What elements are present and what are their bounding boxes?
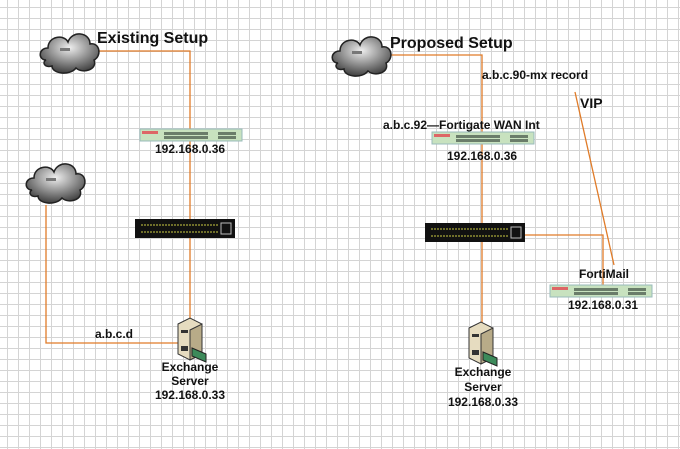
fortimail-ip: 192.168.0.31 xyxy=(568,298,639,312)
server-ip: 192.168.0.33 xyxy=(154,388,226,402)
proposed-setup-title: Proposed Setup xyxy=(390,35,513,52)
existing-wan-label: a.b.c.d xyxy=(95,327,134,341)
network-switch-icon xyxy=(134,218,236,239)
internet-cloud-icon xyxy=(39,33,100,74)
fortigate-firewall-icon xyxy=(431,131,535,145)
proposed-server-label: Exchange Server 192.168.0.33 xyxy=(448,365,518,410)
server-ip: 192.168.0.33 xyxy=(447,395,519,409)
mx-record-label: a.b.c.90-mx record xyxy=(482,68,589,82)
server-name-2: Server xyxy=(171,374,209,388)
fortigate-wan-label: a.b.c.92—Fortigate WAN Int xyxy=(383,118,540,132)
vip-label: VIP xyxy=(580,95,603,111)
server-name-1: Exchange xyxy=(454,365,512,379)
existing-server-label: Exchange Server 192.168.0.33 xyxy=(155,360,225,402)
links xyxy=(45,50,615,344)
exchange-server-icon xyxy=(177,317,207,363)
internet-cloud-icon xyxy=(25,163,86,204)
exchange-server-icon xyxy=(468,321,498,367)
existing-firewall-ip: 192.168.0.36 xyxy=(155,142,226,156)
fortigate-firewall-icon xyxy=(139,128,243,142)
server-name-1: Exchange xyxy=(161,360,219,374)
internet-cloud-icon xyxy=(331,36,392,77)
existing-setup-title: Existing Setup xyxy=(97,30,209,47)
fortimail-device-icon xyxy=(549,284,653,298)
network-switch-icon xyxy=(424,222,526,243)
proposed-firewall-ip: 192.168.0.36 xyxy=(447,149,518,163)
server-name-2: Server xyxy=(464,380,502,394)
fortimail-label: FortiMail xyxy=(579,267,629,281)
